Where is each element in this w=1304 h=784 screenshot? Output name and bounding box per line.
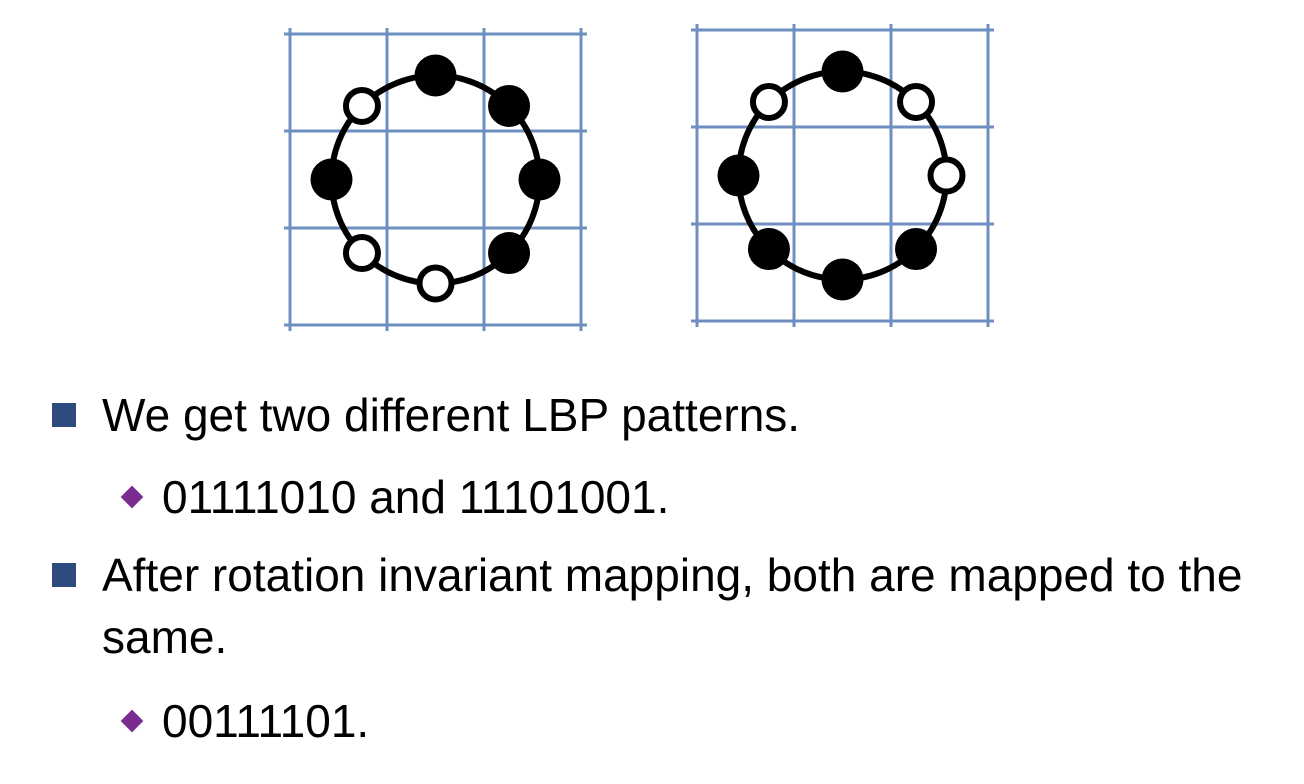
sub-bullet-text: 00111101. — [162, 695, 370, 747]
open-sample-point — [342, 86, 381, 125]
diamond-bullet-icon — [120, 709, 144, 733]
filled-sample-point — [518, 158, 561, 201]
filled-sample-point — [414, 54, 457, 97]
open-sample-point — [927, 156, 966, 195]
filled-sample-point — [821, 50, 864, 93]
lbp-pattern-left — [284, 28, 587, 331]
open-sample-point — [897, 82, 936, 121]
filled-sample-point — [895, 228, 938, 271]
filled-sample-point — [717, 154, 760, 197]
square-bullet-icon — [52, 403, 76, 427]
bullet-text: We get two different LBP patterns. — [102, 389, 801, 441]
lbp-figure — [284, 24, 994, 331]
square-bullet-icon — [52, 563, 76, 587]
filled-sample-point — [821, 258, 864, 301]
filled-sample-point — [488, 84, 531, 127]
open-sample-point — [342, 234, 381, 273]
open-sample-point — [749, 82, 788, 121]
diamond-bullet-icon — [120, 485, 144, 509]
lbp-pattern-right — [691, 24, 994, 327]
sub-bullet-text: 01111010 and 11101001. — [162, 471, 670, 523]
filled-sample-point — [488, 232, 531, 275]
filled-sample-point — [747, 228, 790, 271]
bullet-text: After rotation invariant mapping, both a… — [102, 549, 1243, 663]
filled-sample-point — [310, 158, 353, 201]
open-sample-point — [416, 264, 455, 303]
